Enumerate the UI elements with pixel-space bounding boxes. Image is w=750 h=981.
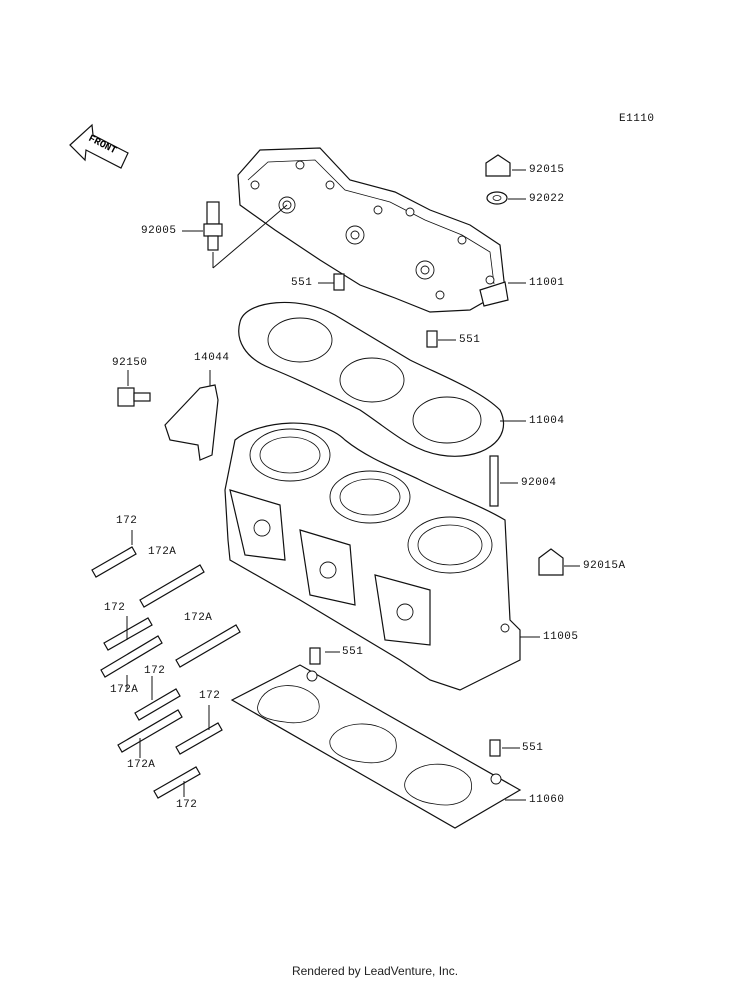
fitting-92005 xyxy=(203,201,223,251)
part-label-92150[interactable]: 92150 xyxy=(112,357,148,369)
leader-lines xyxy=(126,169,580,801)
dowel-551-c xyxy=(309,647,321,665)
part-label-551-c[interactable]: 551 xyxy=(342,646,364,658)
cap-nut-92015A xyxy=(538,548,564,576)
part-label-551-a[interactable]: 551 xyxy=(291,277,313,289)
part-label-172A-d[interactable]: 172A xyxy=(127,759,156,771)
front-arrow-icon: FRONT xyxy=(69,123,129,169)
part-label-172-c[interactable]: 172 xyxy=(144,665,166,677)
part-label-11005[interactable]: 11005 xyxy=(543,631,579,643)
part-label-172-a[interactable]: 172 xyxy=(116,515,138,527)
dowel-551-a xyxy=(333,273,345,291)
part-label-92015[interactable]: 92015 xyxy=(529,164,565,176)
cylinder-block xyxy=(224,422,521,691)
part-label-172A-b[interactable]: 172A xyxy=(184,612,213,624)
part-label-11004[interactable]: 11004 xyxy=(529,415,565,427)
dowel-551-d xyxy=(489,739,501,757)
part-label-92005[interactable]: 92005 xyxy=(141,225,177,237)
part-label-92004[interactable]: 92004 xyxy=(521,477,557,489)
part-label-172-e[interactable]: 172 xyxy=(176,799,198,811)
bolt-92150 xyxy=(117,387,151,407)
stud-92004 xyxy=(489,455,499,507)
part-label-172-b[interactable]: 172 xyxy=(104,602,126,614)
studs-group xyxy=(91,546,241,799)
dowel-551-b xyxy=(426,330,438,348)
part-label-11060[interactable]: 11060 xyxy=(529,794,565,806)
footer-credit: Rendered by LeadVenture, Inc. xyxy=(291,964,459,978)
head-gasket xyxy=(238,301,505,457)
part-label-551-d[interactable]: 551 xyxy=(522,742,544,754)
part-label-14044[interactable]: 14044 xyxy=(194,352,230,364)
diagram-code: E1110 xyxy=(619,113,655,125)
part-label-92022[interactable]: 92022 xyxy=(529,193,565,205)
part-label-172A-c[interactable]: 172A xyxy=(110,684,139,696)
cylinder-head xyxy=(237,147,509,313)
base-gasket xyxy=(230,664,522,829)
part-label-551-b[interactable]: 551 xyxy=(459,334,481,346)
part-label-172-d[interactable]: 172 xyxy=(199,690,221,702)
washer-92022 xyxy=(486,191,508,205)
bracket-14044 xyxy=(164,384,219,461)
part-label-11001[interactable]: 11001 xyxy=(529,277,565,289)
cap-nut-92015 xyxy=(485,154,511,177)
part-label-92015A[interactable]: 92015A xyxy=(583,560,626,572)
part-label-172A-a[interactable]: 172A xyxy=(148,546,177,558)
